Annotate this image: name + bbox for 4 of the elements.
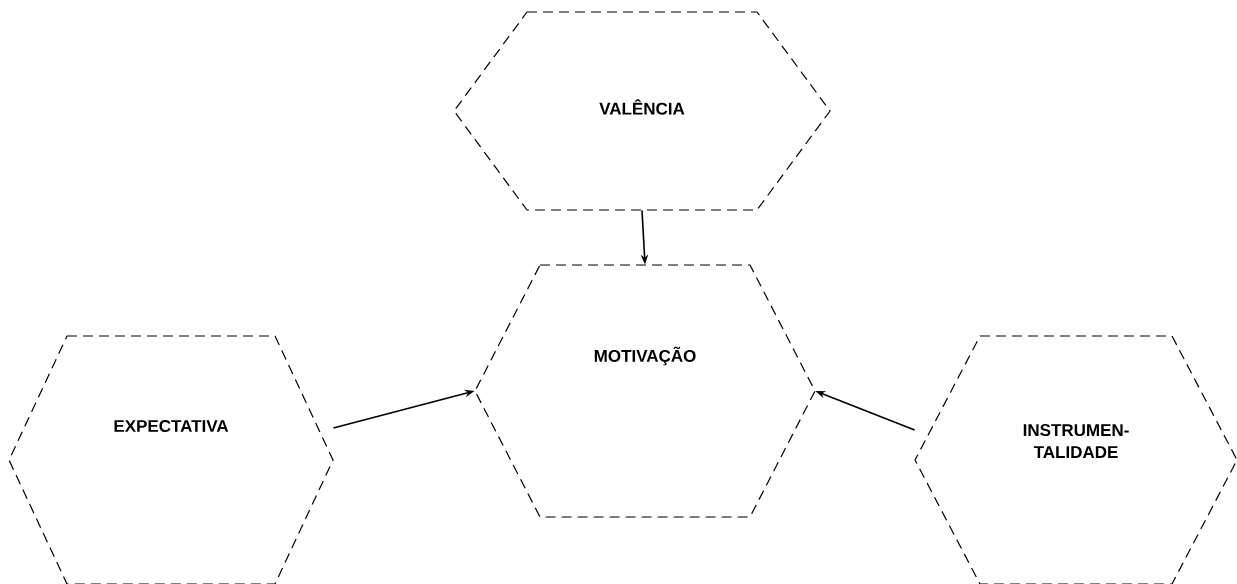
hexagon: VALÊNCIA (453, 11, 831, 211)
hexagon: EXPECTATIVA (8, 335, 334, 584)
hexagon: MOTIVAÇÃO (474, 264, 816, 518)
hexagon: INSTRUMEN- TALIDADE (914, 335, 1237, 584)
